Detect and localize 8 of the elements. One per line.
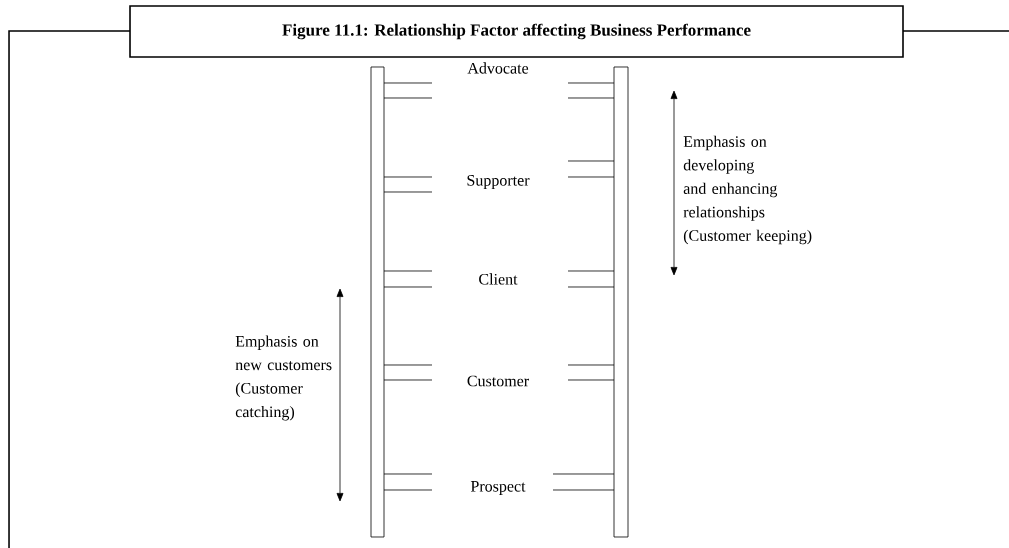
stage-label: Customer (467, 375, 529, 387)
stage-label: Supporter (467, 175, 530, 189)
note-text: Emphasis on developing and enhancing relationships (Customer keeping) (683, 135, 812, 245)
title-box: Figure 11.1: Relationship Factor affecting Business Performance (129, 5, 904, 58)
stage-label: Prospect (470, 481, 526, 495)
stage-label: Client (479, 273, 518, 285)
stage-label: Advocate (467, 62, 529, 74)
note-text: Emphasis on new customers (Customer catching) (235, 335, 332, 421)
